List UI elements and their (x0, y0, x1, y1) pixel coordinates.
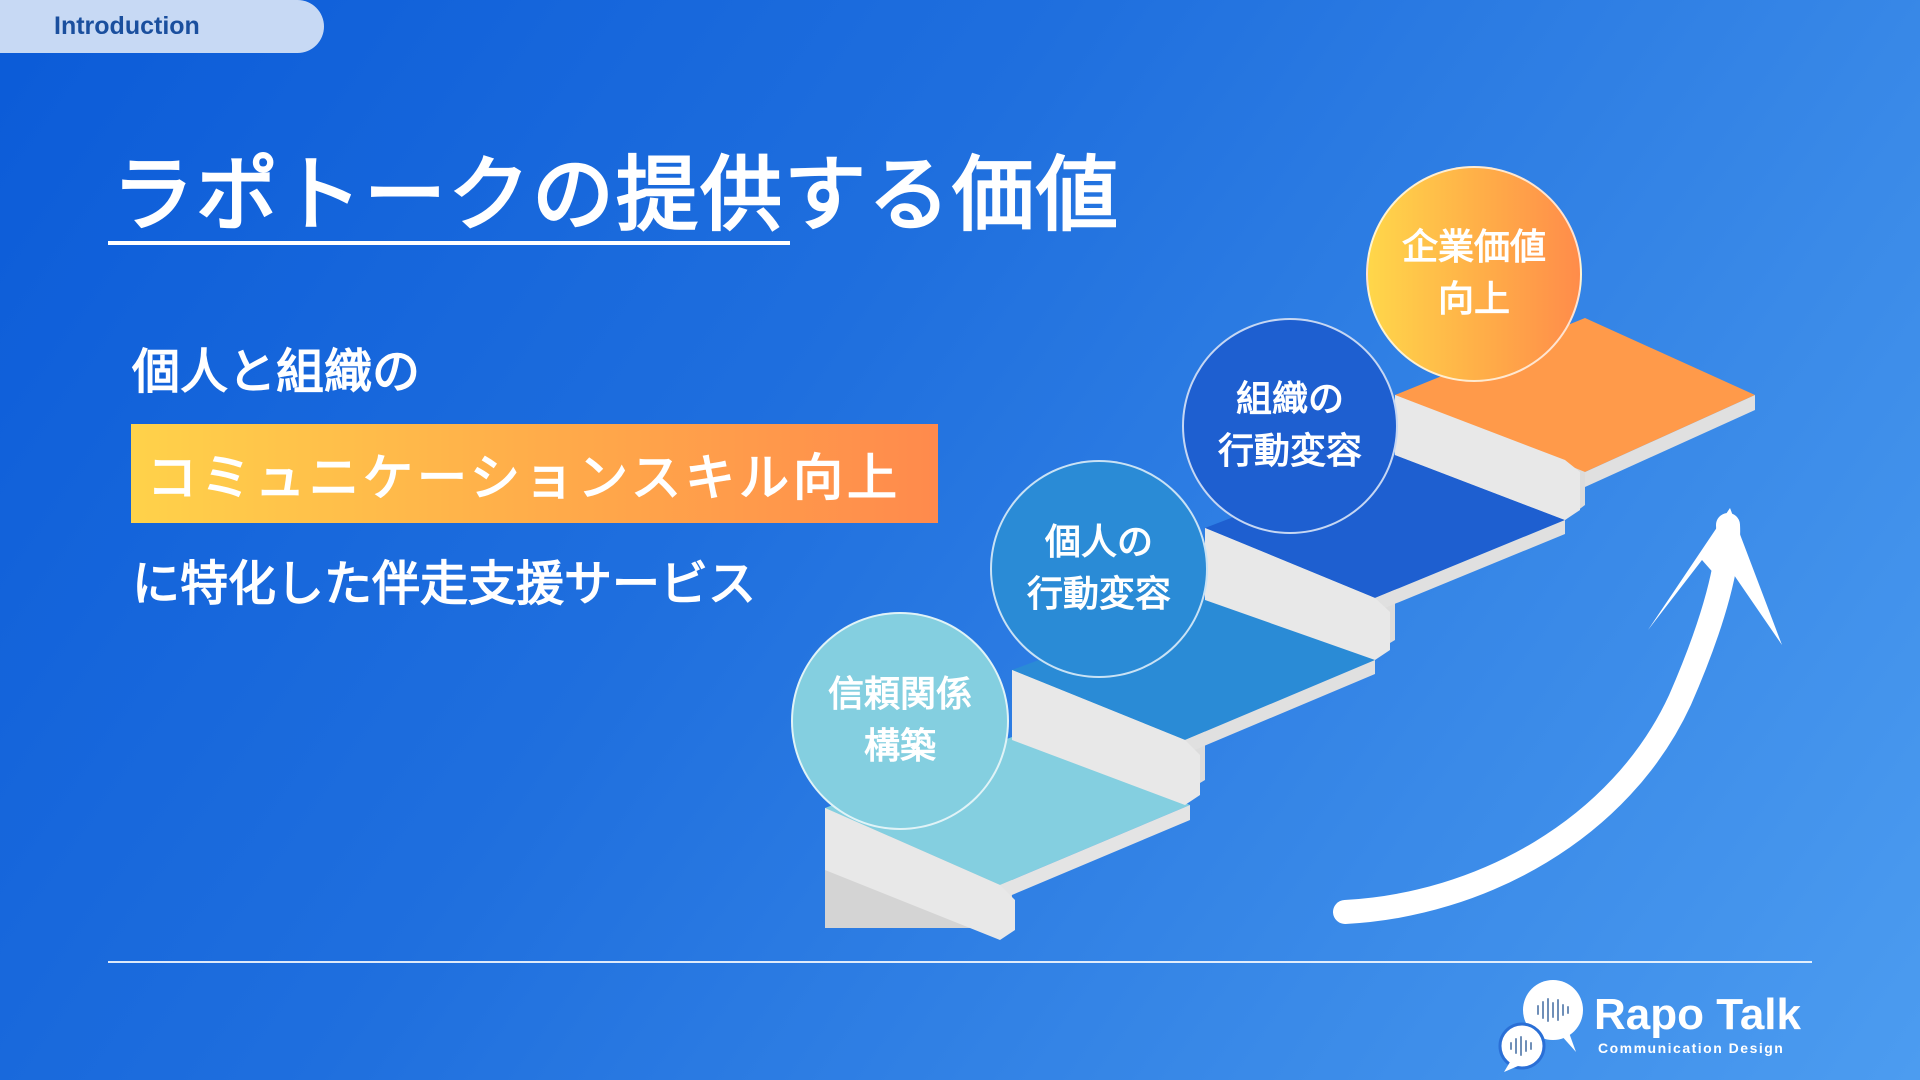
step-circle-individual-behavior: 個人の 行動変容 (990, 460, 1208, 678)
step-4-line-2: 向上 (1438, 274, 1510, 326)
logo-tagline: Communication Design (1598, 1040, 1784, 1056)
rapo-talk-logo: Rapo Talk Communication Design (1498, 972, 1818, 1072)
footer-divider (108, 961, 1812, 963)
step-circle-trust-building: 信頼関係 構築 (791, 612, 1009, 830)
step-4-line-1: 企業価値 (1402, 222, 1546, 274)
step-circle-corporate-value: 企業価値 向上 (1366, 166, 1582, 382)
speech-bubbles-icon (1498, 972, 1594, 1072)
step-1-line-2: 構築 (864, 721, 936, 773)
step-2-line-2: 行動変容 (1027, 569, 1171, 621)
step-2-line-1: 個人の (1045, 517, 1153, 569)
step-3-line-1: 組織の (1236, 374, 1344, 426)
step-1-line-1: 信頼関係 (828, 669, 972, 721)
step-3-line-2: 行動変容 (1218, 426, 1362, 478)
logo-name: Rapo Talk (1594, 990, 1801, 1040)
step-circle-organization-behavior: 組織の 行動変容 (1182, 318, 1398, 534)
